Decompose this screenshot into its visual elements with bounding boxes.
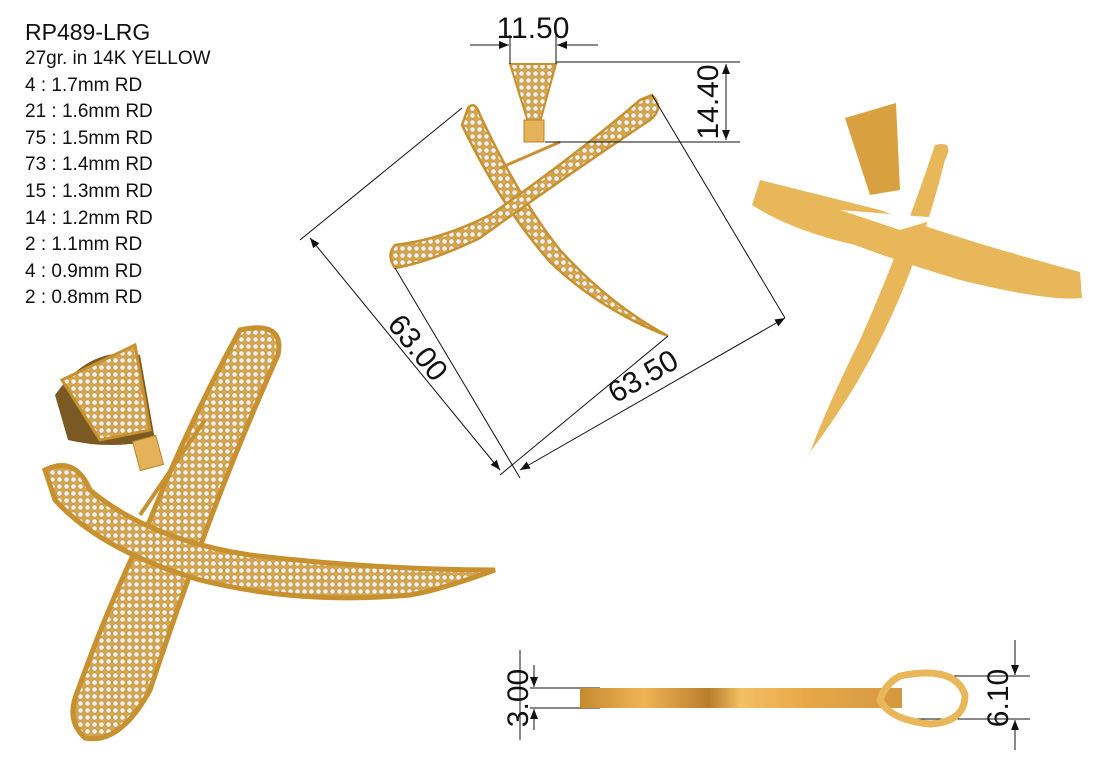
dim-thickness: 3.00 (502, 669, 535, 727)
stone-spec: 73 : 1.4mm RD (25, 154, 153, 176)
perspective-view (41, 325, 496, 742)
stone-spec: 2 : 1.1mm RD (25, 234, 143, 256)
dim-bail-width: 11.50 (497, 12, 570, 45)
model-number: RP489-LRG (25, 19, 151, 45)
stone-spec: 21 : 1.6mm RD (25, 101, 153, 123)
back-view (752, 103, 1082, 452)
stone-spec: 4 : 1.7mm RD (25, 74, 143, 96)
front-view (389, 63, 669, 338)
stone-spec: 75 : 1.5mm RD (25, 127, 153, 149)
dimension-annotations (299, 35, 1030, 750)
dim-bail-depth: 6.10 (982, 669, 1015, 727)
dim-stroke-b: 63.50 (602, 344, 684, 410)
stone-spec: 4 : 0.9mm RD (25, 260, 143, 282)
metal-weight: 27gr. in 14K YELLOW (25, 48, 211, 69)
side-view (580, 669, 969, 728)
stone-spec: 15 : 1.3mm RD (25, 180, 153, 202)
stone-spec: 14 : 1.2mm RD (25, 207, 153, 229)
stroke-backslash (460, 103, 669, 338)
stone-spec: 2 : 0.8mm RD (25, 287, 143, 309)
bail-front (508, 63, 558, 123)
spec-list: RP489-LRG 27gr. in 14K YELLOW 4 : 1.7mm … (25, 18, 211, 312)
bail-hinge (523, 119, 545, 143)
dim-bail-height: 14.40 (692, 64, 725, 139)
